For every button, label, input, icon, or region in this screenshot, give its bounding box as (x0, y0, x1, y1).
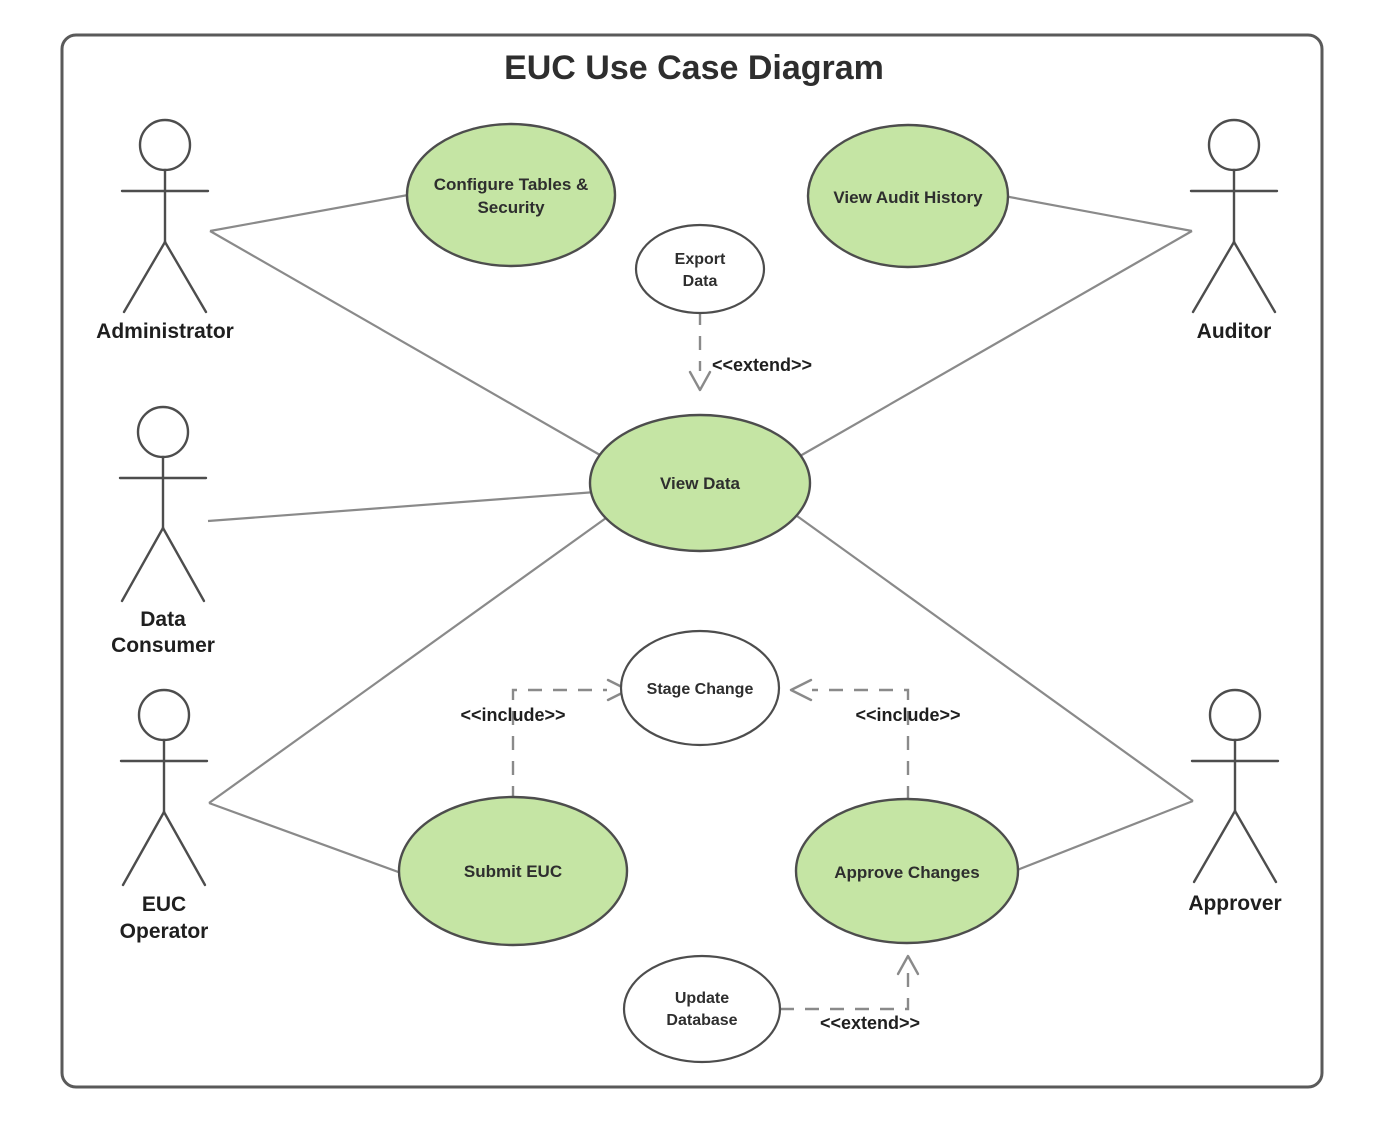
actor-leg-left (1191, 240, 1236, 314)
dependency-approve-changes-includes-stage-change: <<include>> (789, 678, 961, 800)
dep-line-include-right (812, 688, 910, 800)
actor-leg-left (121, 810, 166, 887)
usecase-shape[interactable] (794, 797, 1020, 945)
assoc-eucoperator-submiteuc (208, 801, 413, 879)
usecase-label-line-2: Database (666, 1012, 737, 1029)
usecase-shape[interactable] (588, 413, 812, 553)
actor-label-line-1: Approver (1188, 892, 1281, 915)
assoc-auditor-viewaudithistory (1003, 194, 1193, 233)
usecase-configure-tables-security[interactable]: Configure Tables & Security (405, 122, 617, 268)
usecase-shape[interactable] (806, 123, 1010, 269)
usecase-label-line-1: Export (675, 251, 726, 268)
assoc-dataconsumer-viewdata (207, 490, 597, 523)
stereotype-extend-top: <<extend>> (712, 355, 812, 375)
stereotype-include-left: <<include>> (460, 705, 565, 725)
assoc-administrator-configure (209, 193, 409, 233)
actor-label-line-1: Data (140, 608, 186, 631)
actor-approver[interactable]: Approver (1188, 688, 1282, 915)
actor-label-line-2: Operator (120, 920, 209, 943)
usecase-approve-changes[interactable]: Approve Changes (794, 797, 1020, 945)
actor-leg-right (162, 810, 207, 887)
usecase-shape[interactable] (405, 122, 617, 268)
usecase-label-line-1: Submit EUC (464, 862, 562, 881)
dep-line-include-left (511, 688, 607, 800)
usecase-label-line-1: View Audit History (833, 188, 983, 207)
dep-line-extend-bottom (780, 973, 910, 1011)
usecase-shape[interactable] (619, 629, 781, 747)
usecase-view-data[interactable]: View Data (588, 413, 812, 553)
actor-leg-left (1192, 809, 1237, 884)
assoc-eucoperator-viewdata (208, 517, 607, 804)
usecase-label-line-2: Data (683, 273, 718, 290)
dependency-export-data-extends-view-data: <<extend>> (688, 311, 812, 392)
usecase-label-line-1: Configure Tables & (434, 175, 589, 194)
usecase-shape[interactable] (622, 954, 782, 1064)
usecase-label-line-1: Update (675, 990, 729, 1007)
actor-label-line-2: Consumer (111, 634, 215, 657)
actor-leg-right (1232, 240, 1277, 314)
dependency-update-database-extends-approve-changes: <<extend>> (780, 954, 920, 1033)
usecase-submit-euc[interactable]: Submit EUC (397, 795, 629, 947)
usecase-shape[interactable] (397, 795, 629, 947)
actor-leg-left (122, 240, 167, 314)
actor-leg-right (1233, 809, 1278, 884)
stereotype-include-right: <<include>> (855, 705, 960, 725)
dep-arrowhead-include-right (789, 678, 813, 702)
usecase-label-line-2: Security (477, 198, 545, 217)
stereotype-extend-bottom: <<extend>> (820, 1013, 920, 1033)
assoc-approver-viewdata (796, 515, 1194, 802)
usecase-shape[interactable] (634, 223, 766, 315)
diagram-frame (60, 33, 1324, 1089)
assoc-administrator-viewdata (209, 230, 601, 456)
assoc-auditor-viewdata (799, 230, 1193, 457)
actor-label-line-1: EUC (142, 893, 186, 916)
dep-arrowhead-extend-top (688, 370, 712, 392)
actor-data-consumer[interactable]: Data Consumer (111, 405, 215, 657)
page-title: EUC Use Case Diagram (504, 49, 884, 87)
dep-arrowhead-extend-bottom (896, 954, 920, 976)
usecase-update-database[interactable]: Update Database (622, 954, 782, 1064)
actor-euc-operator[interactable]: EUC Operator (120, 688, 209, 943)
assoc-approver-approvechanges (1006, 799, 1194, 876)
actor-auditor[interactable]: Auditor (1189, 118, 1279, 343)
usecase-label-line-1: Stage Change (647, 681, 754, 698)
actor-leg-left (120, 526, 165, 603)
usecase-export-data[interactable]: Export Data (634, 223, 766, 315)
actor-administrator[interactable]: Administrator (96, 118, 234, 343)
usecase-label-line-1: View Data (660, 474, 741, 493)
usecase-stage-change[interactable]: Stage Change (619, 629, 781, 747)
actor-label-line-1: Auditor (1197, 320, 1272, 343)
usecase-view-audit-history[interactable]: View Audit History (806, 123, 1010, 269)
actor-leg-right (163, 240, 208, 314)
association-lines (207, 193, 1194, 879)
actor-label-line-1: Administrator (96, 320, 234, 343)
usecase-label-line-1: Approve Changes (834, 863, 979, 882)
actor-leg-right (161, 526, 206, 603)
